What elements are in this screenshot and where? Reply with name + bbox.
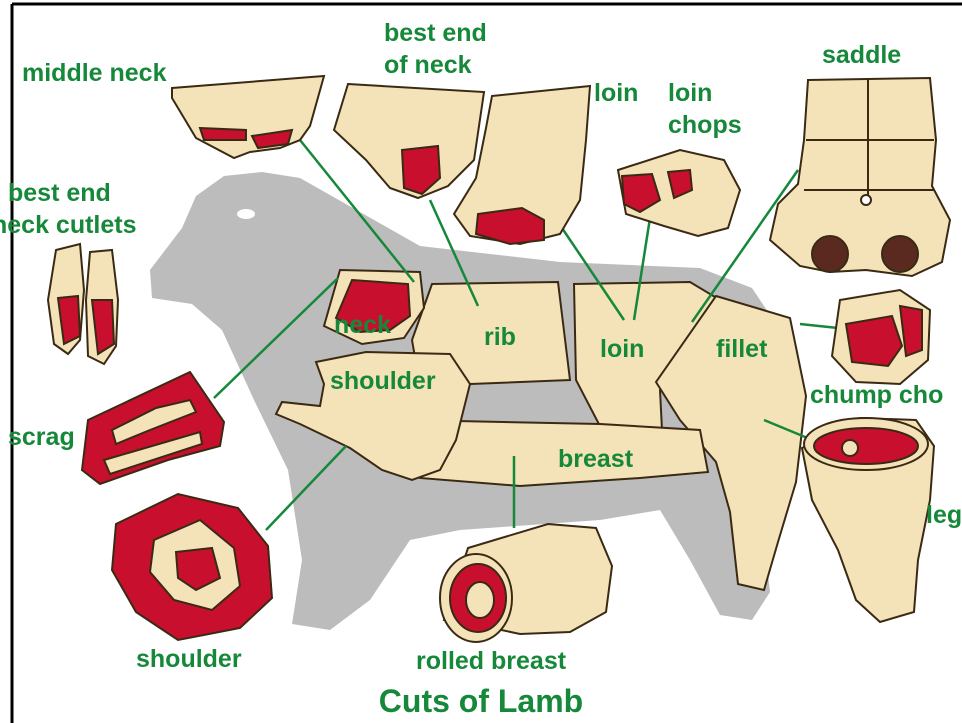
label-loin-chops-1: loin (668, 78, 712, 108)
saddle-cut (770, 78, 950, 276)
label-loin-chops-2: chops (668, 110, 742, 140)
label-carcass-rib: rib (484, 322, 516, 352)
label-rolled-breast: rolled breast (416, 646, 566, 676)
label-carcass-loin: loin (600, 334, 644, 364)
shoulder-cut (112, 494, 272, 640)
sheep-eye (237, 209, 255, 219)
label-scrag: scrag (8, 422, 75, 452)
label-carcass-breast: breast (558, 444, 633, 474)
label-saddle: saddle (822, 40, 901, 70)
label-best-end-cutlets-2: neck cutlets (0, 210, 137, 240)
scrag-cut (82, 372, 224, 484)
label-best-end-of-neck-1: best end (384, 18, 487, 48)
chump-chops-cut (832, 290, 930, 384)
label-loin: loin (594, 78, 638, 108)
label-leg: leg (926, 500, 962, 530)
label-carcass-shoulder: shoulder (330, 366, 436, 396)
loin-chops-cut (618, 150, 740, 236)
label-chump-chops: chump cho (810, 380, 943, 410)
rolled-breast-cut (440, 524, 612, 642)
label-carcass-fillet: fillet (716, 334, 767, 364)
best-end-neck-cutlets-cut (48, 244, 118, 364)
label-middle-neck: middle neck (22, 58, 167, 88)
label-best-end-cutlets-1: best end (8, 178, 111, 208)
label-best-end-of-neck-2: of neck (384, 50, 472, 80)
label-carcass-neck: neck (334, 310, 391, 340)
diagram-title: Cuts of Lamb (0, 682, 962, 720)
middle-neck-cut (172, 76, 324, 158)
best-end-of-neck-cut (334, 84, 484, 198)
leg-cut (802, 418, 934, 622)
label-shoulder: shoulder (136, 644, 242, 674)
